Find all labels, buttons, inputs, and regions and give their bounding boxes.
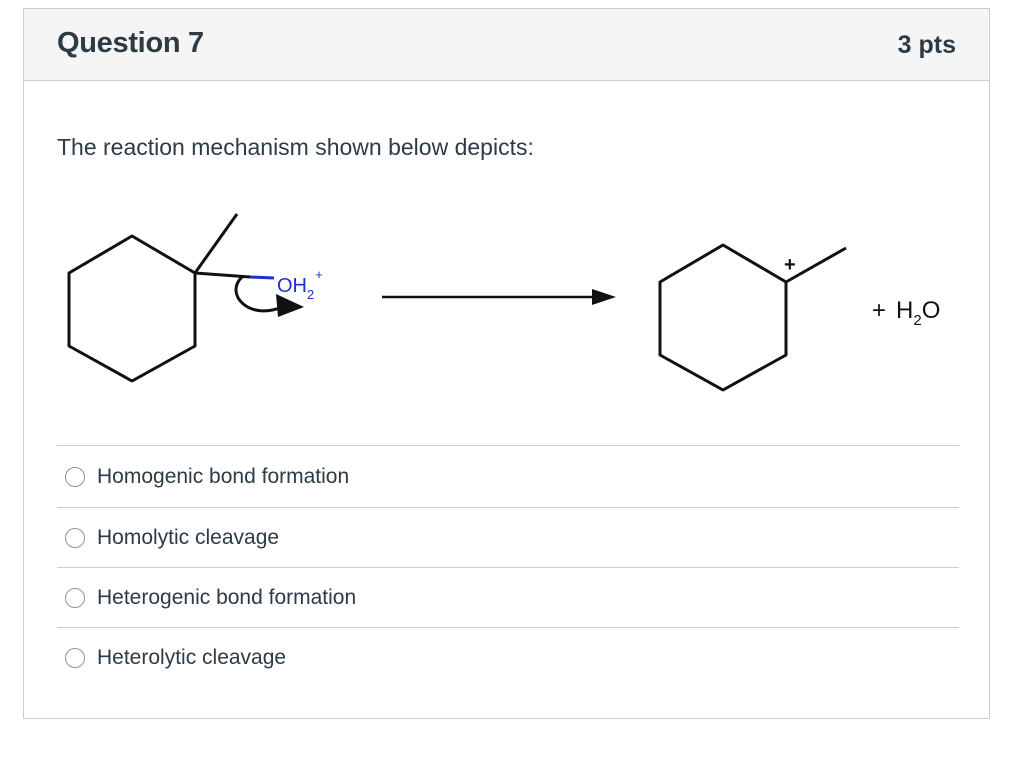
radio-button[interactable]	[65, 527, 85, 548]
question-header: Question 7 3 pts	[24, 9, 989, 81]
curved-arrow	[234, 275, 283, 313]
reactant-cyclohexane-ring	[67, 234, 197, 383]
byproduct-water: +H2O	[872, 297, 940, 329]
answer-label: Heterogenic bond formation	[97, 585, 357, 609]
answer-option[interactable]: Heterogenic bond formation	[57, 567, 959, 627]
question-points: 3 pts	[897, 31, 956, 59]
reactant-methyl-bond	[193, 213, 239, 274]
question-title: Question 7	[57, 27, 204, 59]
answer-label: Homogenic bond formation	[97, 464, 350, 488]
reactant-c-o-bond	[194, 271, 251, 279]
carbocation-charge: +	[784, 254, 796, 276]
reaction-mechanism-diagram: OH2+ + +H2O	[67, 213, 940, 392]
product-cyclohexane-ring	[658, 243, 788, 392]
radio-button[interactable]	[65, 466, 85, 487]
radio-button[interactable]	[65, 647, 85, 668]
leaving-group-label: OH2+	[277, 267, 323, 302]
curved-arrow-head	[276, 294, 304, 317]
radio-button[interactable]	[65, 587, 85, 608]
answer-label: Heterolytic cleavage	[97, 645, 287, 669]
question-prompt: The reaction mechanism shown below depic…	[57, 134, 534, 160]
reaction-arrow-head	[592, 289, 616, 305]
reactant-c-o-bond-blue	[249, 275, 275, 280]
answer-option[interactable]: Homolytic cleavage	[57, 507, 959, 567]
question-card: Question 7 3 pts The reaction mechanism …	[23, 8, 990, 719]
answer-option[interactable]: Heterolytic cleavage	[57, 627, 959, 687]
answer-label: Homolytic cleavage	[97, 525, 280, 549]
answer-option[interactable]: Homogenic bond formation	[57, 445, 959, 507]
product-methyl-bond	[785, 246, 847, 284]
answer-list: Homogenic bond formation Homolytic cleav…	[57, 445, 959, 687]
